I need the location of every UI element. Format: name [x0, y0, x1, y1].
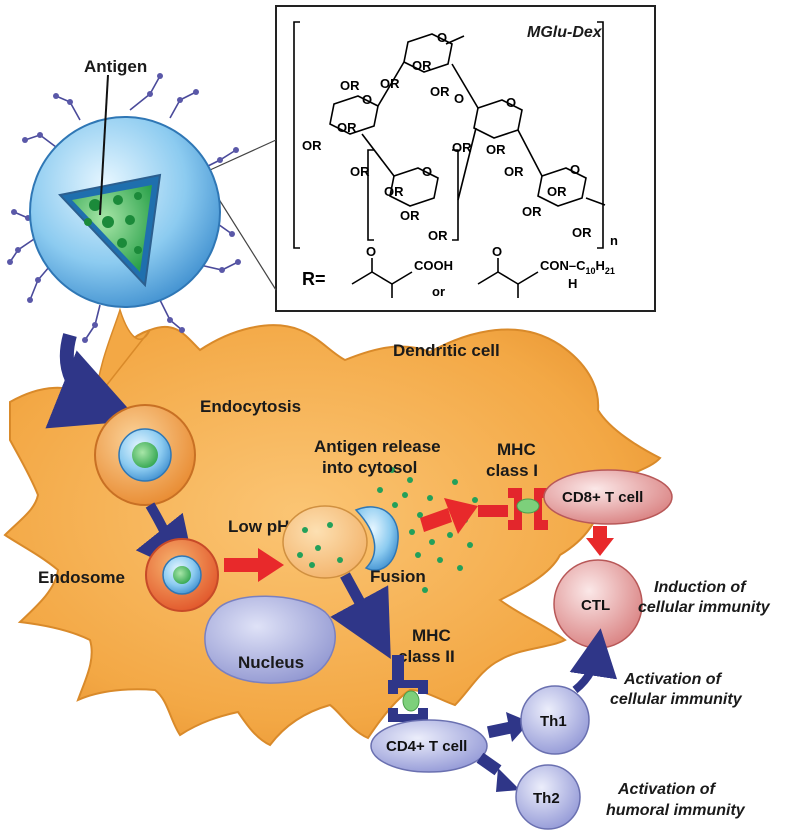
- th2-label: Th2: [533, 790, 560, 807]
- cd8-label: CD8+ T cell: [562, 489, 643, 506]
- polymer-beads: [7, 73, 241, 343]
- uptake-arrow: [45, 333, 139, 429]
- low-ph-arrow: Low pH: [224, 517, 289, 582]
- antigen-label: Antigen: [84, 57, 147, 76]
- mhc-class-1: MHC class I: [478, 440, 548, 530]
- activation-humoral-label: Activation of humoral immunity: [606, 781, 746, 819]
- svg-text:OR: OR: [302, 138, 322, 153]
- low-ph-label: Low pH: [228, 517, 289, 536]
- sugar-rings: [329, 33, 606, 241]
- endosome: Endosome: [38, 538, 219, 612]
- dendritic-cell-label: Dendritic cell: [393, 341, 500, 360]
- svg-text:O: O: [362, 92, 372, 107]
- polymer-name: MGlu-Dex: [527, 24, 603, 41]
- chemical-structure-box: MGlu-Dex n O O O O: [275, 5, 656, 312]
- svg-text:R=: R=: [302, 269, 326, 289]
- svg-text:O: O: [506, 95, 516, 110]
- svg-text:OR: OR: [452, 140, 472, 155]
- svg-text:O: O: [454, 91, 464, 106]
- svg-text:OR: OR: [350, 164, 370, 179]
- svg-text:CON–C10H21: CON–C10H21: [540, 258, 615, 276]
- nucleus: Nucleus: [204, 595, 336, 684]
- th1-cell: Th1: [520, 685, 590, 755]
- antigen-particles: [84, 192, 142, 254]
- th2-cell: Th2: [515, 764, 581, 830]
- svg-text:O: O: [570, 162, 580, 177]
- mhc-class-2: MHC class II: [388, 626, 455, 722]
- fusing-membrane: [354, 506, 399, 571]
- ctl-label: CTL: [581, 597, 610, 614]
- cytosol-to-mhc1-arrow: [420, 498, 478, 534]
- th1-label: Th1: [540, 713, 567, 730]
- svg-text:O: O: [492, 244, 502, 259]
- mhc2-label: MHC class II: [398, 626, 455, 666]
- activation-cellular-label: Activation of cellular immunity: [610, 671, 743, 708]
- liposome: Antigen: [7, 57, 277, 343]
- svg-text:OR: OR: [384, 184, 404, 199]
- svg-text:OR: OR: [380, 76, 400, 91]
- fusion-vesicle: Fusion Antigen release into cytosol: [282, 437, 478, 593]
- svg-text:COOH: COOH: [414, 258, 453, 273]
- endosome-label: Endosome: [38, 568, 125, 587]
- r-definition: R= O COOH or O CON–C10H21 H: [302, 244, 615, 299]
- ctl-cell: CTL: [553, 559, 643, 649]
- svg-text:O: O: [366, 244, 376, 259]
- endocytosis-label: Endocytosis: [200, 397, 301, 416]
- fusion-to-mhc2-arrow: [330, 572, 391, 659]
- svg-text:H: H: [568, 276, 577, 291]
- repeat-n: n: [610, 233, 618, 248]
- svg-text:OR: OR: [486, 142, 506, 157]
- svg-text:OR: OR: [547, 184, 567, 199]
- antigen-release-label: Antigen release into cytosol: [314, 437, 445, 477]
- induction-label: Induction of cellular immunity: [638, 579, 771, 616]
- svg-text:OR: OR: [412, 58, 432, 73]
- svg-text:O: O: [422, 164, 432, 179]
- svg-text:OR: OR: [400, 208, 420, 223]
- cd8-to-ctl-arrow: [586, 526, 614, 556]
- cd4-label: CD4+ T cell: [386, 738, 467, 755]
- or-substituents: OR OR OR OR OR OR OR OR OR OR OR OR OR O…: [302, 58, 592, 243]
- nucleus-label: Nucleus: [238, 653, 304, 672]
- ring-oxygens: O O O O O O: [362, 30, 580, 179]
- cd8-t-cell: CD8+ T cell: [543, 469, 673, 525]
- endocytosis-vesicle: Endocytosis: [94, 397, 301, 506]
- svg-text:OR: OR: [428, 228, 448, 243]
- svg-text:OR: OR: [572, 225, 592, 240]
- svg-text:OR: OR: [337, 120, 357, 135]
- svg-text:OR: OR: [430, 84, 450, 99]
- svg-text:or: or: [432, 284, 445, 299]
- svg-text:OR: OR: [340, 78, 360, 93]
- th1-to-ctl-arrow: [569, 628, 618, 694]
- cd4-t-cell: CD4+ T cell: [370, 719, 488, 773]
- svg-text:OR: OR: [522, 204, 542, 219]
- mhc1-label: MHC class I: [486, 440, 540, 480]
- antigen-pointer: [99, 74, 109, 216]
- svg-text:O: O: [437, 30, 447, 45]
- fusion-label: Fusion: [370, 567, 426, 586]
- svg-text:OR: OR: [504, 164, 524, 179]
- cd4-to-th2-arrow: [476, 752, 520, 792]
- released-antigen-particles: [297, 467, 478, 593]
